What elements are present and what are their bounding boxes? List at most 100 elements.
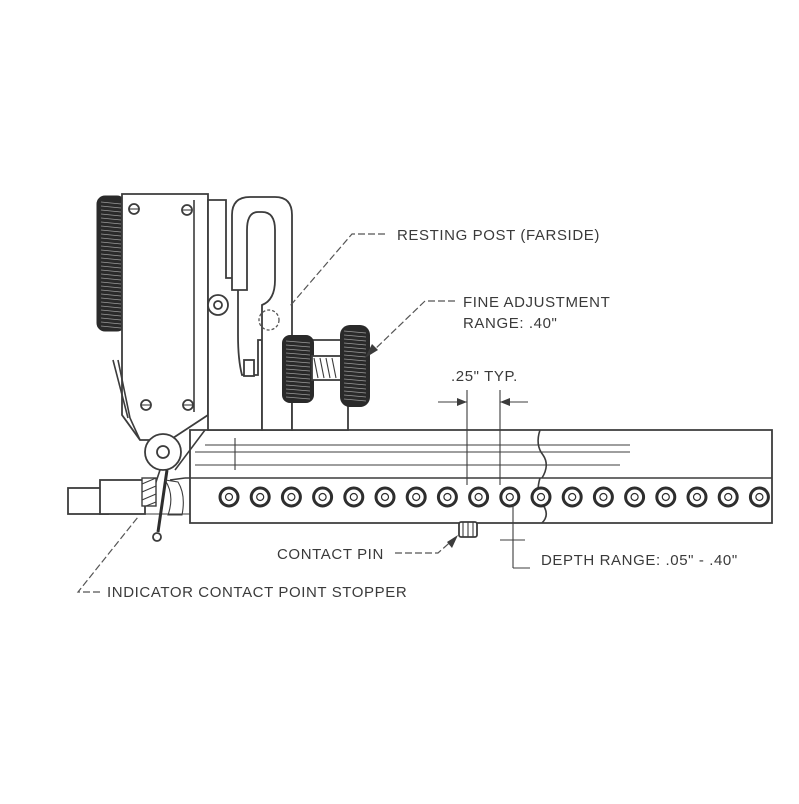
knurl-line [100, 245, 122, 249]
knurl-line [343, 350, 367, 354]
rail-hole [592, 486, 614, 508]
contact-pin [458, 521, 478, 538]
knurl-line [285, 372, 311, 376]
knurl-line [100, 273, 122, 277]
knurl-line [100, 309, 122, 313]
knurl-line [285, 388, 311, 392]
knurl-line [100, 261, 122, 265]
knurl-line [285, 344, 311, 348]
resting-post [258, 309, 280, 331]
fine-adjustment [282, 325, 370, 407]
knurl-line [285, 360, 311, 364]
knurl-line [100, 321, 122, 325]
knurl-line [100, 281, 122, 285]
rail-clamp-block [99, 479, 146, 515]
knurl-line [100, 205, 122, 209]
knurl-line [285, 352, 311, 356]
bracket-plate [207, 199, 263, 431]
knurl-line [100, 305, 122, 309]
rail-hole-center [692, 492, 702, 502]
knurl-line [343, 362, 367, 366]
knurl-line [343, 382, 367, 386]
knurl-line [100, 269, 122, 273]
knurl-line [100, 249, 122, 253]
knurl-line [285, 340, 311, 344]
screw-head-icon [128, 203, 194, 411]
knurl-line [343, 358, 367, 362]
indicator-housing [121, 193, 209, 441]
knurl-line [343, 394, 367, 398]
rail-hole [312, 486, 334, 508]
rail-hole [249, 486, 271, 508]
rail-hole [748, 486, 770, 508]
rail-hole [686, 486, 708, 508]
knurl-line [100, 209, 122, 213]
knurl-line [100, 213, 122, 217]
knurl-line [343, 378, 367, 382]
rail-hole [280, 486, 302, 508]
knurl-line [285, 380, 311, 384]
rail-hole-center [755, 492, 764, 502]
knurl-line [285, 396, 311, 400]
rail-hole-center [224, 492, 234, 502]
rail-hole-center [505, 492, 514, 502]
knurl-line [285, 348, 311, 352]
bracket [207, 196, 349, 431]
knurl-line [100, 233, 122, 237]
contact-pin-leader [395, 537, 456, 554]
rail-hole [374, 486, 396, 508]
rail-hole-center [256, 492, 265, 502]
rail-holes [218, 486, 770, 508]
knurl-line [285, 392, 311, 396]
knurl-line [343, 370, 367, 374]
stopper-block [141, 477, 157, 507]
fine-adjust-leader [371, 300, 455, 353]
knurl-line [100, 313, 122, 317]
knurl-line [100, 225, 122, 229]
knurl-line [100, 237, 122, 241]
rail-hole [218, 486, 240, 508]
rail-hole [436, 486, 458, 508]
rail-hole-center [349, 492, 358, 502]
rail-hole-center [318, 492, 327, 502]
stopper-leader [76, 516, 139, 593]
rail-hole [468, 486, 490, 508]
knurled-knob-icon [340, 325, 370, 407]
rail-hole-center [568, 492, 577, 502]
knurl-line [285, 368, 311, 372]
rail-main-body [189, 429, 773, 524]
knurl-line [285, 384, 311, 388]
spacing-dimension [438, 390, 530, 569]
knurled-knob-icon [282, 335, 314, 403]
knurl-line [100, 289, 122, 293]
knurl-line [100, 301, 122, 305]
knurl-line [100, 325, 122, 329]
rail-hole [530, 486, 552, 508]
knurl-line [100, 221, 122, 225]
knurl-line [100, 201, 122, 205]
rail-hole-center [599, 492, 608, 502]
rail-hole-center [536, 492, 546, 502]
knurl-line [100, 277, 122, 281]
resting-post-leader [289, 233, 385, 307]
rail-hole [624, 486, 646, 508]
rail-hole [717, 486, 739, 508]
knurl-line [285, 376, 311, 380]
fine-adjustment-range-label: RANGE: .40" [463, 315, 557, 332]
knurl-line [343, 342, 367, 346]
rail-hole-center [287, 492, 296, 502]
rail-hole-center [474, 492, 483, 502]
contact-pin-label: CONTACT PIN [277, 546, 384, 563]
knurl-line [100, 229, 122, 233]
rail-hole-center [380, 492, 390, 502]
stopper-label: INDICATOR CONTACT POINT STOPPER [107, 584, 407, 601]
knurl-line [100, 297, 122, 301]
knurl-line [100, 285, 122, 289]
resting-post-label: RESTING POST (FARSIDE) [397, 227, 600, 244]
rail-hole-center [724, 492, 733, 502]
knurl-line [100, 241, 122, 245]
knurl-line [343, 346, 367, 350]
knurl-line [285, 356, 311, 360]
